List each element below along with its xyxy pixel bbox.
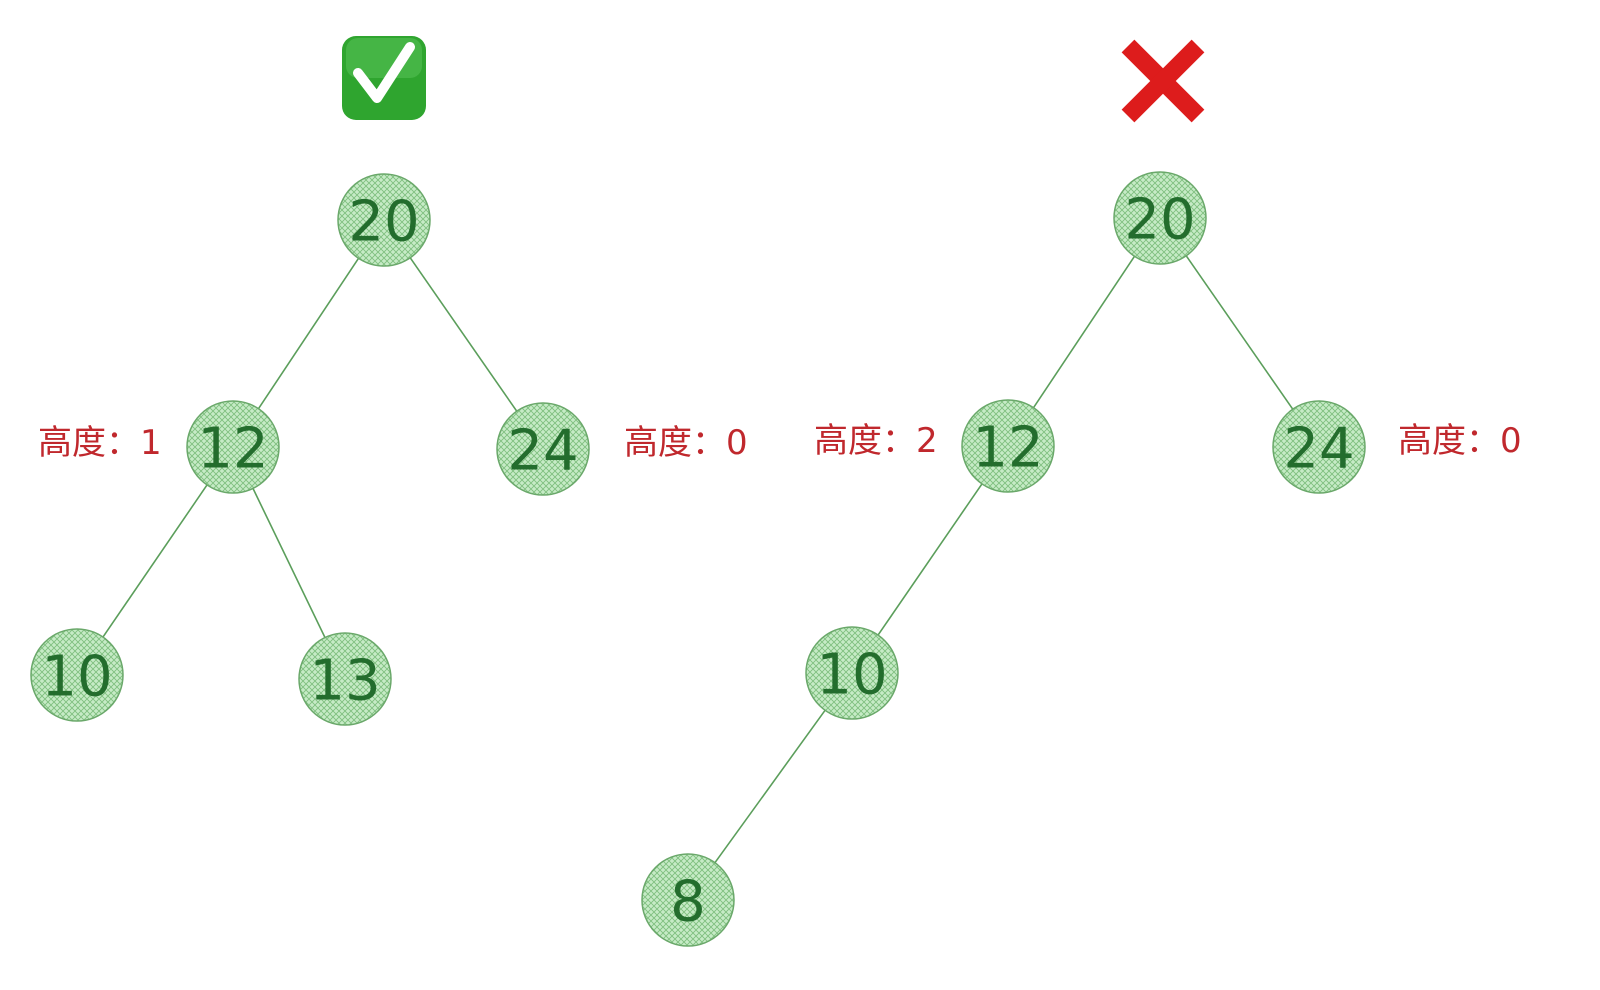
tree-edge-r12-r10: [877, 483, 983, 636]
tree-edge-l20-l12: [257, 257, 360, 410]
node-circle: [961, 399, 1055, 493]
edges-layer: [102, 255, 1294, 864]
node-circle: [186, 400, 280, 494]
height-labels-layer: 高度：1 高度：0 高度：2 高度：0: [38, 421, 1522, 463]
node-circle: [641, 853, 735, 947]
tree-edge-l20-l24: [409, 257, 518, 412]
node-circle: [1113, 171, 1207, 265]
node-circle: [496, 402, 590, 496]
height-label-right-0: 高度：2: [814, 421, 938, 461]
tree-node-left-13: 13: [298, 632, 392, 726]
tree-edge-r20-r12: [1032, 255, 1136, 409]
node-circle: [30, 628, 124, 722]
tree-node-right-20: 20: [1113, 171, 1207, 265]
node-value: 12: [197, 417, 268, 482]
node-value: 20: [1124, 188, 1195, 253]
node-circle: [298, 632, 392, 726]
tree-edge-l12-l10: [102, 484, 208, 638]
height-label-right-1: 高度：0: [1398, 421, 1522, 461]
node-value: 10: [41, 645, 112, 710]
check-mark-icon: [342, 36, 426, 120]
tree-edge-r10-r8: [714, 709, 826, 864]
tree-node-left-10: 10: [30, 628, 124, 722]
node-circle: [1272, 400, 1366, 494]
tree-edge-r20-r24: [1185, 255, 1294, 410]
node-value: 10: [816, 643, 887, 708]
node-value: 12: [972, 416, 1043, 481]
tree-edge-l12-l13: [252, 488, 326, 638]
nodes-layer: 20 12 24 10 13 20 12 24 10 8: [30, 171, 1366, 947]
node-value: 24: [1283, 417, 1354, 482]
node-circle: [337, 173, 431, 267]
tree-node-right-24: 24: [1272, 400, 1366, 494]
tree-node-left-12: 12: [186, 400, 280, 494]
tree-node-left-24: 24: [496, 402, 590, 496]
height-label-left-1: 高度：0: [624, 423, 748, 463]
node-value: 8: [670, 870, 706, 935]
node-value: 13: [309, 649, 380, 714]
node-circle: [805, 626, 899, 720]
tree-node-right-12: 12: [961, 399, 1055, 493]
height-label-left-0: 高度：1: [38, 423, 162, 463]
tree-node-right-10: 10: [805, 626, 899, 720]
cross-mark-icon: [1121, 39, 1205, 123]
tree-node-right-8: 8: [641, 853, 735, 947]
node-value: 20: [348, 190, 419, 255]
node-value: 24: [507, 419, 578, 484]
tree-node-left-20: 20: [337, 173, 431, 267]
